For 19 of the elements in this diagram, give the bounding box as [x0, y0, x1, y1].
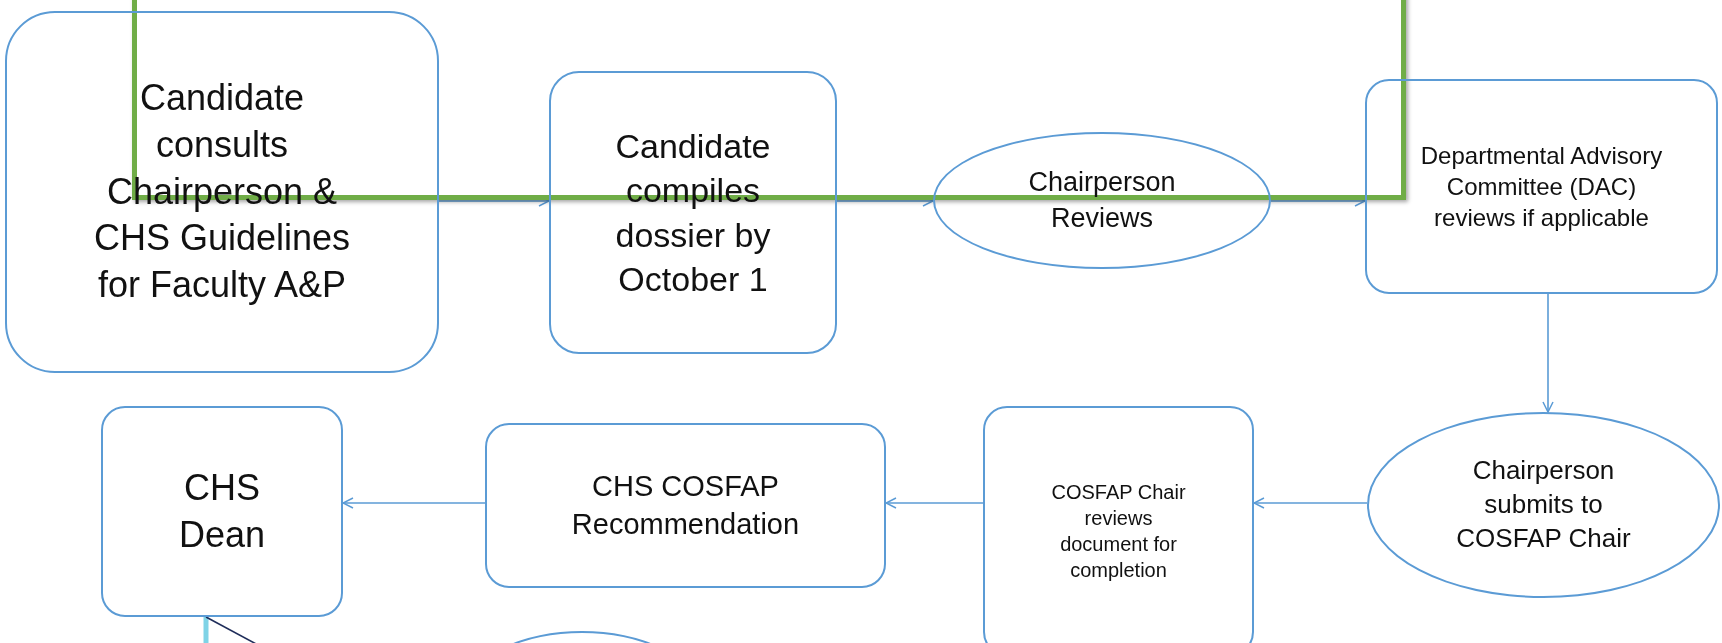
node-label: COSFAP Chair reviews document for completion [1050, 480, 1187, 583]
ellipse-node [1367, 412, 1720, 598]
process-box [485, 423, 886, 588]
process-box [549, 71, 837, 354]
process-box [101, 406, 343, 617]
arrow [1542, 293, 1554, 413]
process-box [983, 406, 1254, 643]
arrow [885, 497, 984, 509]
node-label: CHS Dean [177, 465, 267, 557]
arrow [1253, 497, 1368, 509]
ellipse-node [933, 132, 1271, 269]
arrow [342, 497, 486, 509]
node-label: Departmental Advisory Committee (DAC) reviews if applicable [1419, 140, 1664, 234]
node-label: Chairperson submits to COSFAP Chair [1455, 454, 1632, 555]
connector-line [203, 617, 209, 643]
process-box [1365, 79, 1718, 294]
node-label: Chairperson Reviews [1027, 166, 1177, 235]
process-box [5, 11, 439, 373]
node-label: CHS COSFAP Recommendation [570, 468, 801, 542]
